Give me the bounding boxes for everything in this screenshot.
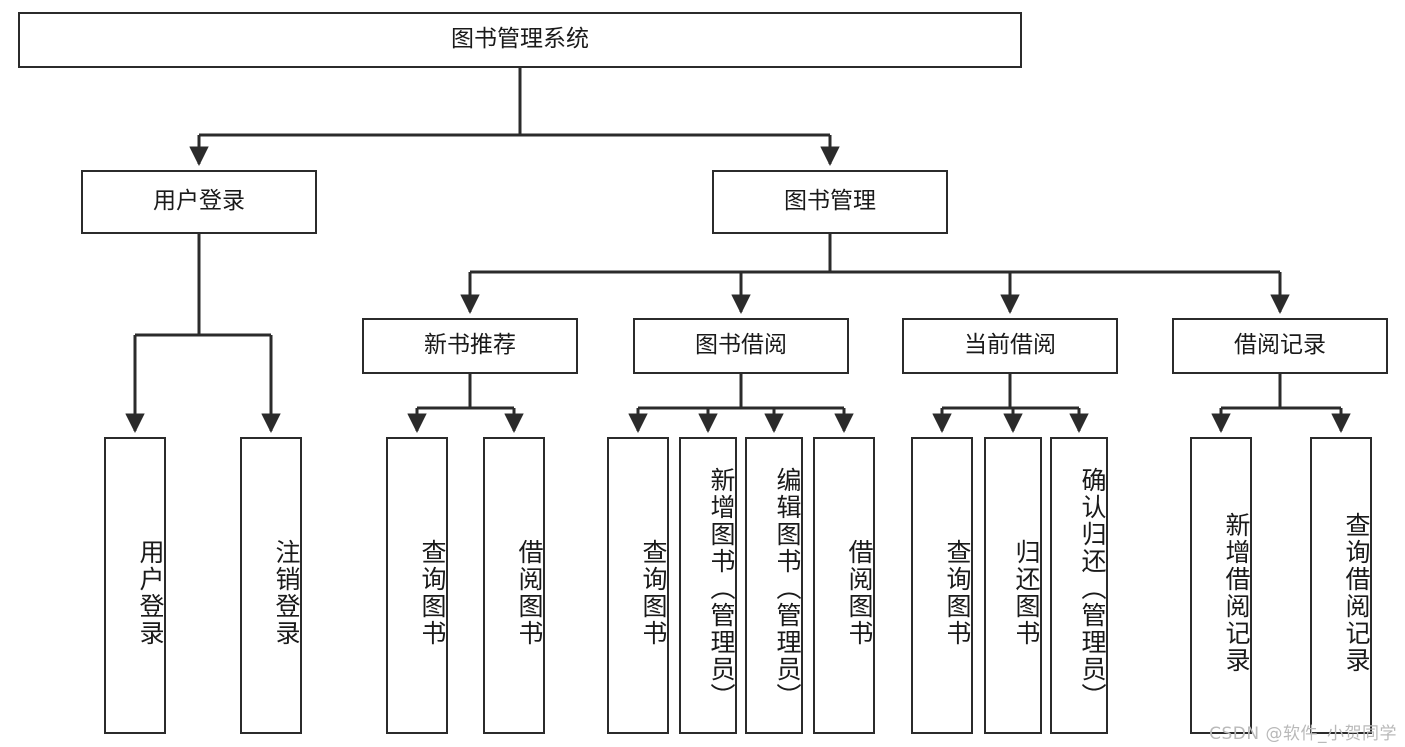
node-book-management[interactable]: 图书管理	[712, 170, 948, 234]
leaf-add-borrow-record[interactable]: 新增借阅记录	[1190, 437, 1252, 734]
node-user-login[interactable]: 用户登录	[81, 170, 317, 234]
watermark: CSDN @软件_小贺同学	[1209, 724, 1397, 744]
leaf-logout[interactable]: 注销登录	[240, 437, 302, 734]
node-root[interactable]: 图书管理系统	[18, 12, 1022, 68]
leaf-query-book-current[interactable]: 查询图书	[911, 437, 973, 734]
leaf-query-book-borrow[interactable]: 查询图书	[607, 437, 669, 734]
node-book-borrow[interactable]: 图书借阅	[633, 318, 849, 374]
leaf-borrow-book-new[interactable]: 借阅图书	[483, 437, 545, 734]
node-borrow-records[interactable]: 借阅记录	[1172, 318, 1388, 374]
leaf-confirm-return-admin[interactable]: 确认归还（管理员）	[1050, 437, 1108, 734]
leaf-add-book-admin[interactable]: 新增图书（管理员）	[679, 437, 737, 734]
leaf-edit-book-admin[interactable]: 编辑图书（管理员）	[745, 437, 803, 734]
leaf-query-borrow-record[interactable]: 查询借阅记录	[1310, 437, 1372, 734]
leaf-return-book[interactable]: 归还图书	[984, 437, 1042, 734]
leaf-borrow-book[interactable]: 借阅图书	[813, 437, 875, 734]
node-current-borrow[interactable]: 当前借阅	[902, 318, 1118, 374]
leaf-user-login[interactable]: 用户登录	[104, 437, 166, 734]
leaf-query-book-new[interactable]: 查询图书	[386, 437, 448, 734]
node-new-book-recommend[interactable]: 新书推荐	[362, 318, 578, 374]
